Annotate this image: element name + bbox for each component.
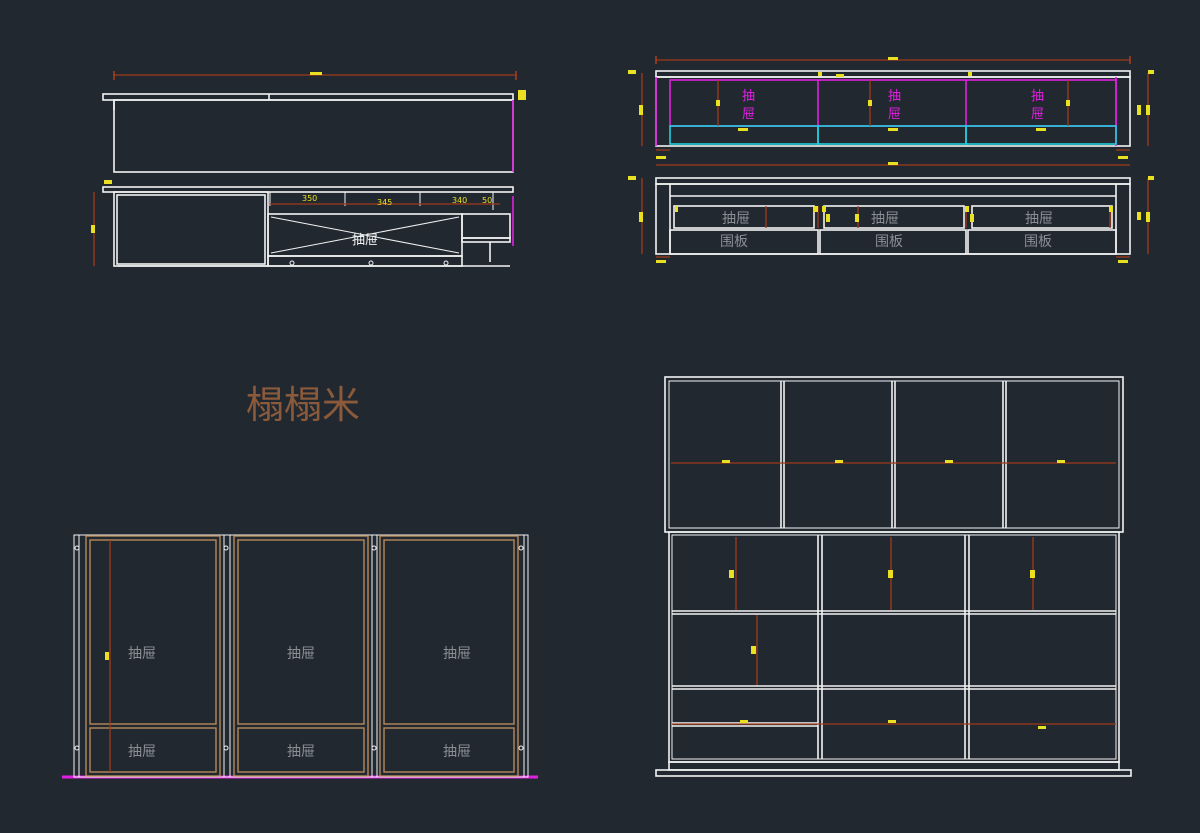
side-view-top [102,71,526,173]
front-view-top: 抽 屉 抽 屉 抽 屉 [628,56,1154,159]
plan-view: 抽屉 抽屉 抽屉 抽屉 抽屉 抽屉 [62,534,538,779]
drawer-char-3b: 屉 [1031,107,1044,122]
drawer-char-2b: 屉 [888,107,901,122]
plan-drawer-5: 抽屉 [287,744,315,760]
drawer-label-side: 抽屉 [352,233,378,248]
wardrobe-elevation [655,376,1132,777]
drawer-char-1b: 屉 [742,107,755,122]
front-drawer-2: 抽屉 [871,211,899,227]
plan-drawer-1: 抽屉 [128,646,156,662]
front-panel-3: 围板 [1024,234,1052,250]
drawer-char-2a: 抽 [888,89,901,104]
drawer-char-3a: 抽 [1031,89,1044,104]
side-view-bottom: 350 345 340 50 抽屉 [91,180,514,267]
dim-350: 350 [302,194,317,203]
front-view-bottom: 抽屉 抽屉 抽屉 围板 围板 围板 [628,162,1154,263]
plan-drawer-4: 抽屉 [128,744,156,760]
plan-drawer-6: 抽屉 [443,744,471,760]
drawing-title: 榻榻米 [246,383,360,427]
dim-345: 345 [377,198,392,207]
front-drawer-3: 抽屉 [1025,211,1053,227]
plan-drawer-3: 抽屉 [443,646,471,662]
front-panel-2: 围板 [875,234,903,250]
dim-50: 50 [482,196,492,205]
front-panel-1: 围板 [720,234,748,250]
drawer-char-1a: 抽 [742,89,755,104]
plan-drawer-2: 抽屉 [287,646,315,662]
dim-340: 340 [452,196,467,205]
front-drawer-1: 抽屉 [722,211,750,227]
